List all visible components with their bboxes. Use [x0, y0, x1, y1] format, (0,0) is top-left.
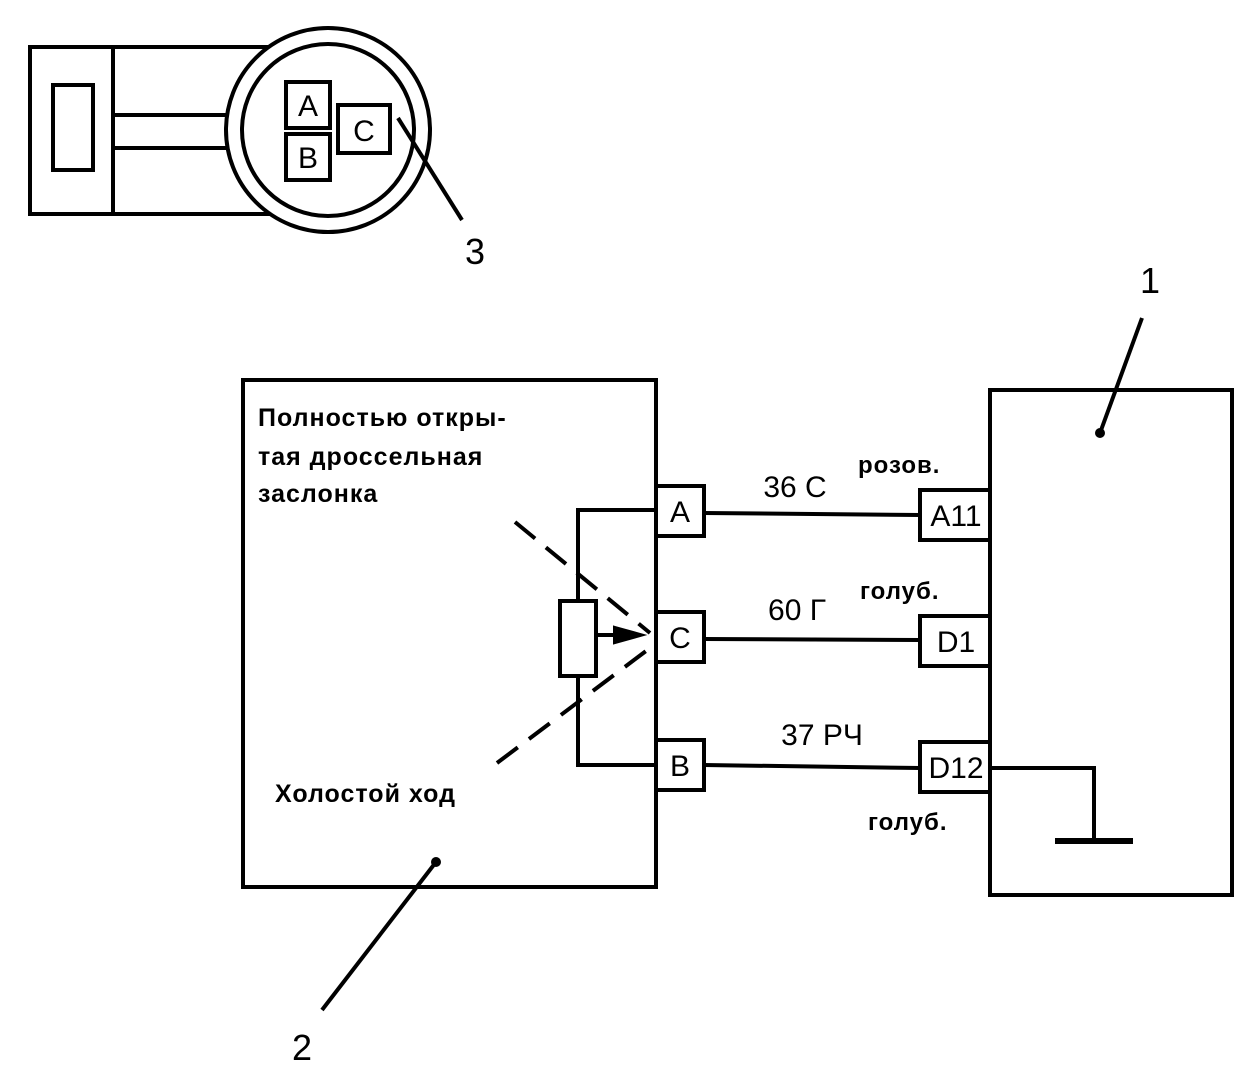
full-open-label-line-1: Полностью откры-	[258, 404, 507, 432]
connector-pin-b-label: B	[298, 142, 318, 175]
callout-3-label: 3	[465, 231, 485, 272]
connector-view	[28, 26, 464, 234]
connector-latch	[51, 83, 95, 172]
pot-bottom-lead	[576, 676, 656, 767]
ecu-pin-d1-label: D1	[937, 626, 975, 659]
wire-b	[703, 763, 921, 770]
connector-pin-a-label: A	[298, 90, 318, 123]
callout-1-leader	[1098, 317, 1144, 434]
sensor-pin-b-box	[654, 738, 706, 792]
ecu-pin-a11-box	[918, 488, 992, 542]
connector-pin-b-box	[284, 132, 332, 182]
wire-a-color-label: розов.	[858, 452, 940, 479]
sensor-pin-a-label: A	[670, 496, 690, 529]
wire-c	[703, 637, 921, 642]
ecu-pin-d12-box	[918, 740, 992, 794]
wire-c-label: 60 Г	[768, 594, 826, 627]
callout-2-label: 2	[292, 1027, 312, 1068]
connector-inner-ring	[240, 42, 416, 218]
ecu-pin-d12-label: D12	[928, 752, 983, 785]
sensor-pin-b-label: B	[670, 750, 690, 783]
pot-top-lead	[576, 508, 656, 601]
wire-b-color-label: голуб.	[868, 809, 948, 836]
sensor-pin-c-label: C	[669, 622, 691, 655]
callout-2-leader	[320, 860, 438, 1012]
ground-lead	[990, 766, 1096, 840]
callout-1-label: 1	[1140, 260, 1160, 301]
idle-label: Холостой ход	[275, 780, 456, 808]
connector-pin-c-label: C	[353, 115, 375, 148]
ecu-block	[918, 317, 1234, 897]
ecu-pin-a11-label: A11	[930, 500, 981, 533]
ecu-body	[988, 388, 1234, 897]
sensor-pin-c-box	[654, 610, 706, 664]
full-open-label-line-2: тая дроссельная	[258, 443, 483, 471]
wire-b-label: 37 РЧ	[781, 719, 863, 752]
callout-3-leader	[396, 116, 464, 222]
full-open-dashed	[513, 520, 652, 635]
ecu-pin-d1-box	[918, 614, 992, 668]
connector-pin-c-box	[336, 103, 392, 155]
potentiometer	[558, 599, 598, 678]
idle-dashed	[495, 646, 652, 765]
wiper-arrow	[613, 625, 648, 645]
wire-c-color-label: голуб.	[860, 578, 940, 605]
wire-a	[703, 511, 921, 517]
wire-a-label: 36 С	[763, 471, 826, 504]
wires	[703, 511, 921, 770]
connector-pin-a-box	[284, 80, 332, 130]
full-open-label-line-3: заслонка	[258, 480, 378, 508]
sensor-block	[241, 378, 706, 1012]
